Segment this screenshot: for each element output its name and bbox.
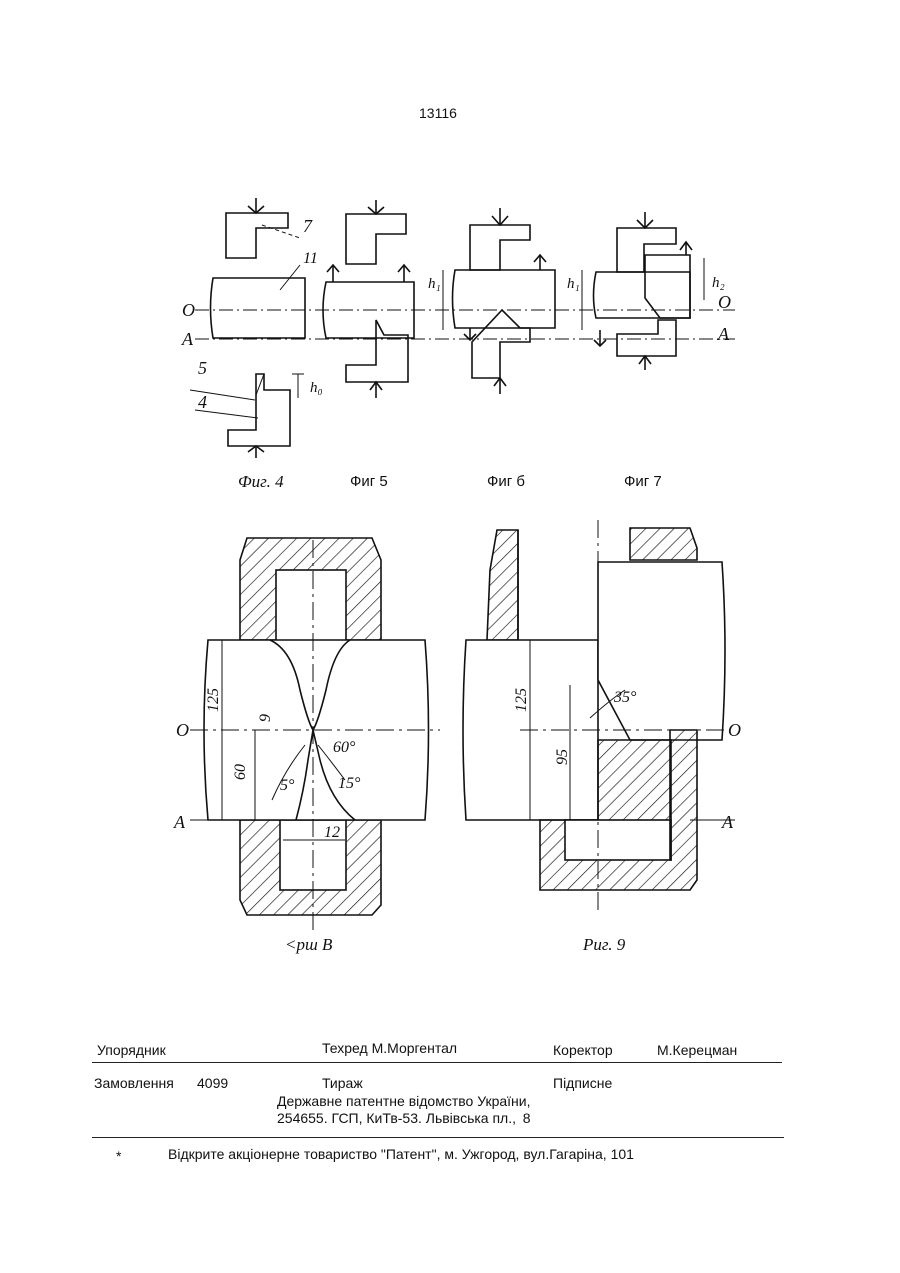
figures-4-7: 7 11 5 4 h₀ h₁ h₁ h₂ O A O A [0,0,900,500]
compiler-label: Упорядник [97,1042,166,1058]
dim-95: 95 [554,749,571,765]
angle-60: 60° [333,739,356,756]
label-h2: h₂ [712,275,725,291]
axis-o-fig8: O [176,720,189,740]
ref-5: 5 [198,358,207,378]
ref-7: 7 [303,216,313,236]
signed-label: Підписне [553,1075,612,1091]
label-h0: h₀ [310,380,323,396]
axis-o-fig9: O [728,720,741,740]
angle-5: 5° [280,777,295,794]
label-h1: h₁ [428,276,441,292]
divider-bottom [92,1137,784,1138]
caption-fig5: Фиг 5 [350,473,388,490]
axis-o-right: O [718,292,731,312]
office-line-2: 254655. ГСП, КиТв-53. Львівська пл., 8 [277,1110,530,1126]
caption-fig6: Фиг б [487,473,525,490]
angle-15: 15° [338,775,361,792]
dim-12: 12 [324,824,340,841]
angle-35: 35° [613,689,637,706]
dim-125-fig8: 125 [205,688,222,712]
caption-fig7: Фиг 7 [624,473,662,490]
caption-fig9: Риг. 9 [582,935,626,954]
dim-9: 9 [257,714,274,722]
ref-11: 11 [303,250,318,267]
axis-a-fig9: A [721,812,734,832]
circulation-label: Тираж [322,1075,363,1091]
caption-fig4: Фиг. 4 [238,472,284,492]
corrector-name: М.Керецман [657,1042,737,1058]
office-line-1: Державне патентне відомство України, [277,1093,531,1109]
footnote-star: * [116,1148,121,1164]
caption-fig8: <рш В [285,935,333,954]
dim-60: 60 [232,764,249,780]
order-number: 4099 [197,1075,228,1091]
ref-4: 4 [198,392,207,412]
axis-a-left: A [181,329,194,349]
axis-o-left: O [182,300,195,320]
label-h1b: h₁ [567,276,580,292]
dim-125-fig9: 125 [513,688,530,712]
order-label: Замовлення [94,1075,174,1091]
axis-a-right: A [717,324,730,344]
divider-top [92,1062,782,1063]
axis-a-fig8: A [173,812,186,832]
figures-8-9: 125 9 60 60° 5° 15° 12 O A 125 95 35° O … [0,505,900,965]
techred: Техред М.Моргентал [322,1040,457,1056]
corrector-label: Коректор [553,1042,613,1058]
printer-line: Відкрите акціонерне товариство "Патент",… [168,1146,634,1162]
